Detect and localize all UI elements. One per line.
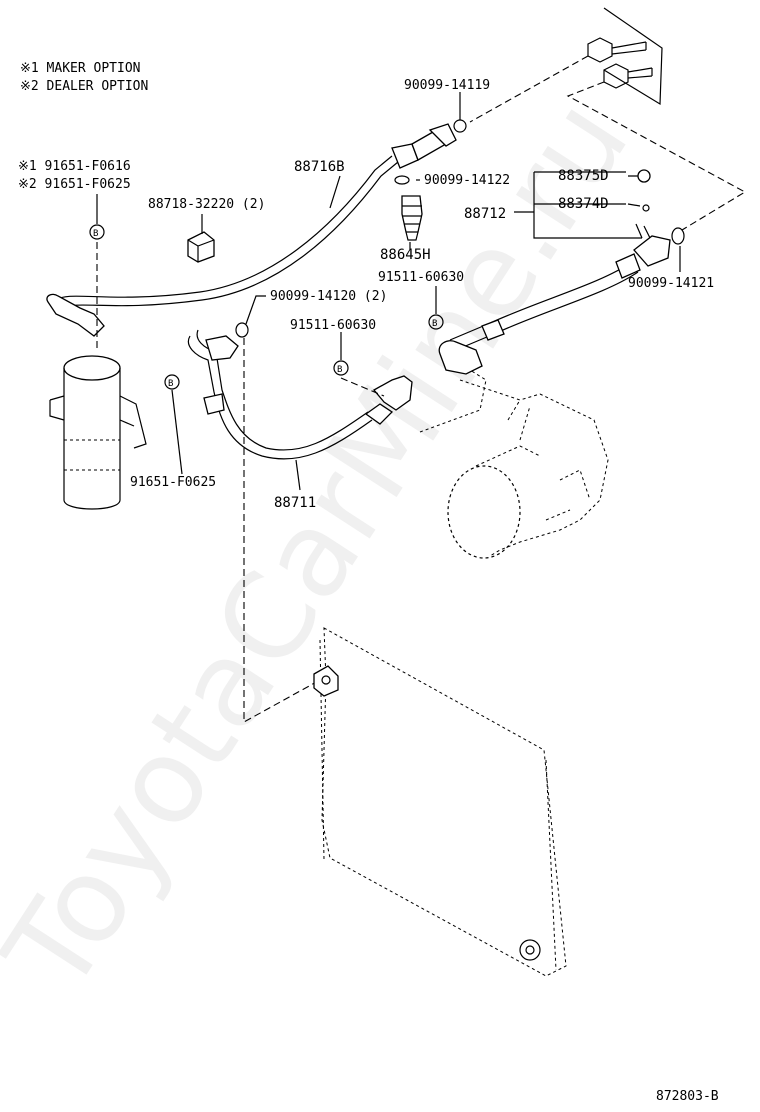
label-88718-32220: 88718-32220 (2) [148,197,265,212]
label-88716b: 88716B [294,159,345,175]
compressor-bracket-bolts [469,7,747,231]
liquid-tube-condenser-dash [243,338,321,723]
liquid-hose-88711 [187,322,413,460]
bolt-marker-condenser: B [164,374,180,390]
discharge-hose-88716b [46,119,467,337]
label-90099-14121: 90099-14121 [628,276,714,291]
leader-lines [96,92,681,491]
figure-id: 872803-B [656,1089,719,1104]
label-91651-f0616: ※1 91651-F0616 [18,159,131,174]
svg-text:B: B [432,319,437,329]
label-91511-60630-suction: 91511-60630 [378,270,464,285]
label-88645h: 88645H [380,247,431,263]
suction-hose-88712 [438,169,685,375]
label-90099-14120: 90099-14120 (2) [270,289,387,304]
condenser [313,627,567,977]
bolt-marker-suction: B [428,314,444,330]
label-91651-f0625-option: ※2 91651-F0625 [18,177,131,192]
label-88374d: 88374D [558,196,609,212]
label-91651-f0625: 91651-F0625 [130,475,216,490]
pressure-switch-88645h [401,195,423,241]
bolt-marker-receiver: B [89,224,105,240]
maker-option-note: ※1 MAKER OPTION [20,61,140,76]
clamp-88718-32220 [187,231,215,263]
label-88712: 88712 [464,206,506,222]
label-88375d: 88375D [558,168,609,184]
label-90099-14122: 90099-14122 [424,173,510,188]
part-labels: 90099-14119 88716B 90099-14122 88375D 88… [18,78,714,511]
bracket-88712 [514,171,642,239]
svg-text:B: B [168,379,173,389]
liquid-bolt-dash [340,377,385,397]
o-ring-90099-14122 [394,175,410,185]
svg-text:B: B [337,365,342,375]
receiver-dryer [49,355,147,510]
dealer-option-note: ※2 DEALER OPTION [20,79,148,94]
label-88711: 88711 [274,495,316,511]
compressor [419,369,609,559]
svg-text:B: B [93,229,98,239]
watermark: ToyotaCarMine.ru [0,76,655,1017]
label-90099-14119: 90099-14119 [404,78,490,93]
bolt-marker-liquid: B [333,360,349,376]
label-91511-60630-liquid: 91511-60630 [290,318,376,333]
